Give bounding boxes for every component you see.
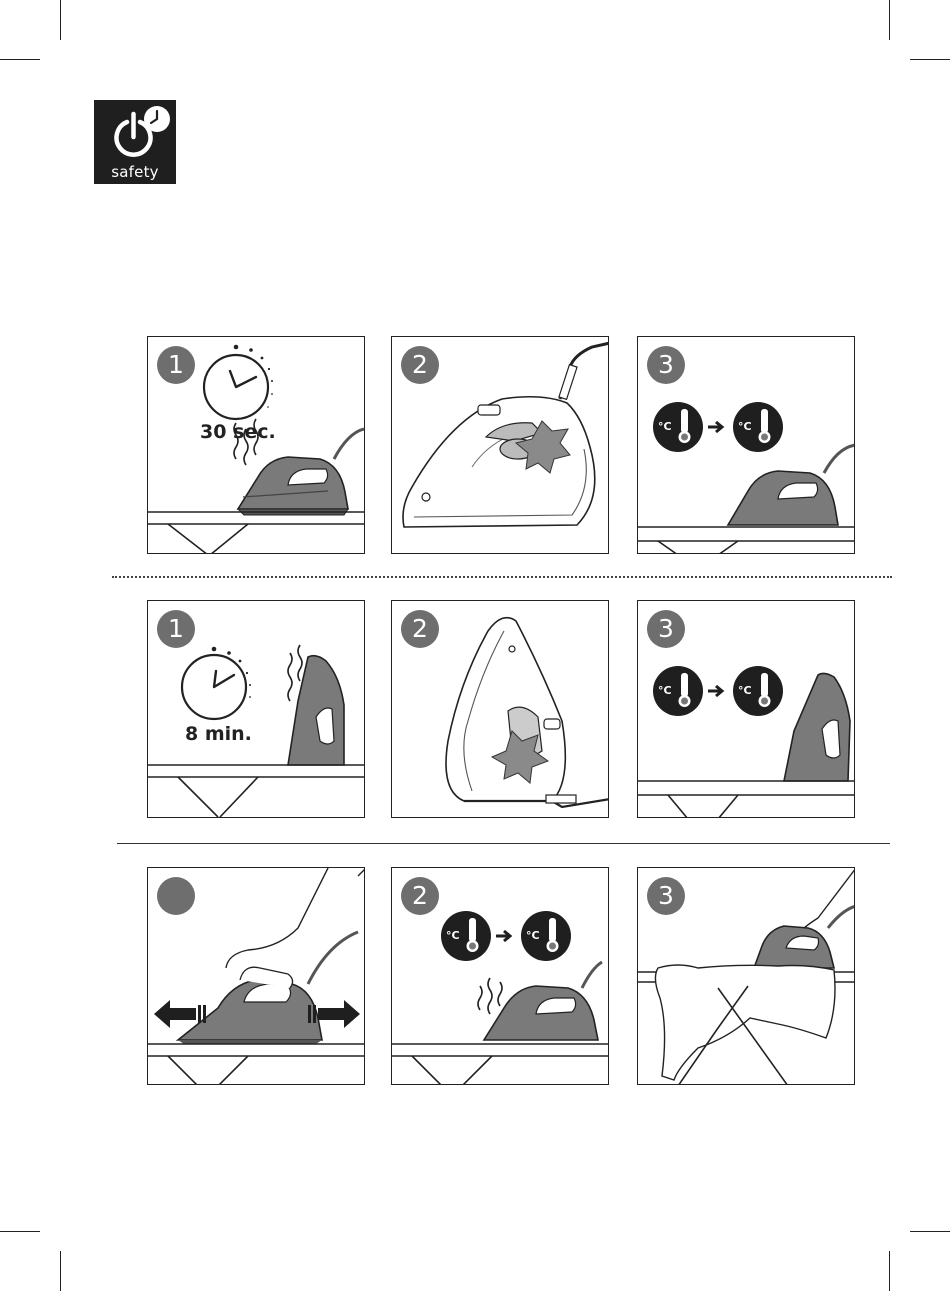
safety-label: safety <box>94 163 176 181</box>
instruction-panel: 2 <box>391 336 609 554</box>
crop-mark <box>60 0 61 40</box>
celsius-symbol: °C <box>658 420 672 433</box>
crop-mark <box>0 1231 40 1232</box>
crop-mark <box>60 1251 61 1291</box>
solid-divider <box>117 843 890 844</box>
time-caption: 30 sec. <box>200 421 276 443</box>
step-number: 1 <box>157 610 195 648</box>
celsius-symbol: °C <box>446 929 460 942</box>
instruction-panel: 1 30 sec. <box>147 336 365 554</box>
celsius-symbol: °C <box>526 929 540 942</box>
instruction-panel <box>147 867 365 1085</box>
celsius-symbol: °C <box>738 420 752 433</box>
instruction-panel: °C °C 2 <box>391 867 609 1085</box>
crop-mark <box>910 59 950 60</box>
instruction-panel: 1 8 min. <box>147 600 365 818</box>
instruction-panel: °C °C 3 <box>637 336 855 554</box>
crop-mark <box>889 0 890 40</box>
instruction-panel: °C °C 3 <box>637 600 855 818</box>
step-number: 2 <box>401 610 439 648</box>
crop-mark <box>910 1231 950 1232</box>
step-number: 3 <box>647 346 685 384</box>
step-number: 3 <box>647 877 685 915</box>
step-number <box>157 877 195 915</box>
celsius-symbol: °C <box>738 684 752 697</box>
crop-mark <box>889 1251 890 1291</box>
dotted-divider <box>112 576 892 578</box>
celsius-symbol: °C <box>658 684 672 697</box>
instruction-panel: 3 <box>637 867 855 1085</box>
step-number: 1 <box>157 346 195 384</box>
safety-badge: safety <box>94 100 176 184</box>
step-number: 2 <box>401 346 439 384</box>
instruction-panel: 2 <box>391 600 609 818</box>
crop-mark <box>0 59 40 60</box>
step-number: 2 <box>401 877 439 915</box>
step-number: 3 <box>647 610 685 648</box>
time-caption: 8 min. <box>185 723 252 745</box>
